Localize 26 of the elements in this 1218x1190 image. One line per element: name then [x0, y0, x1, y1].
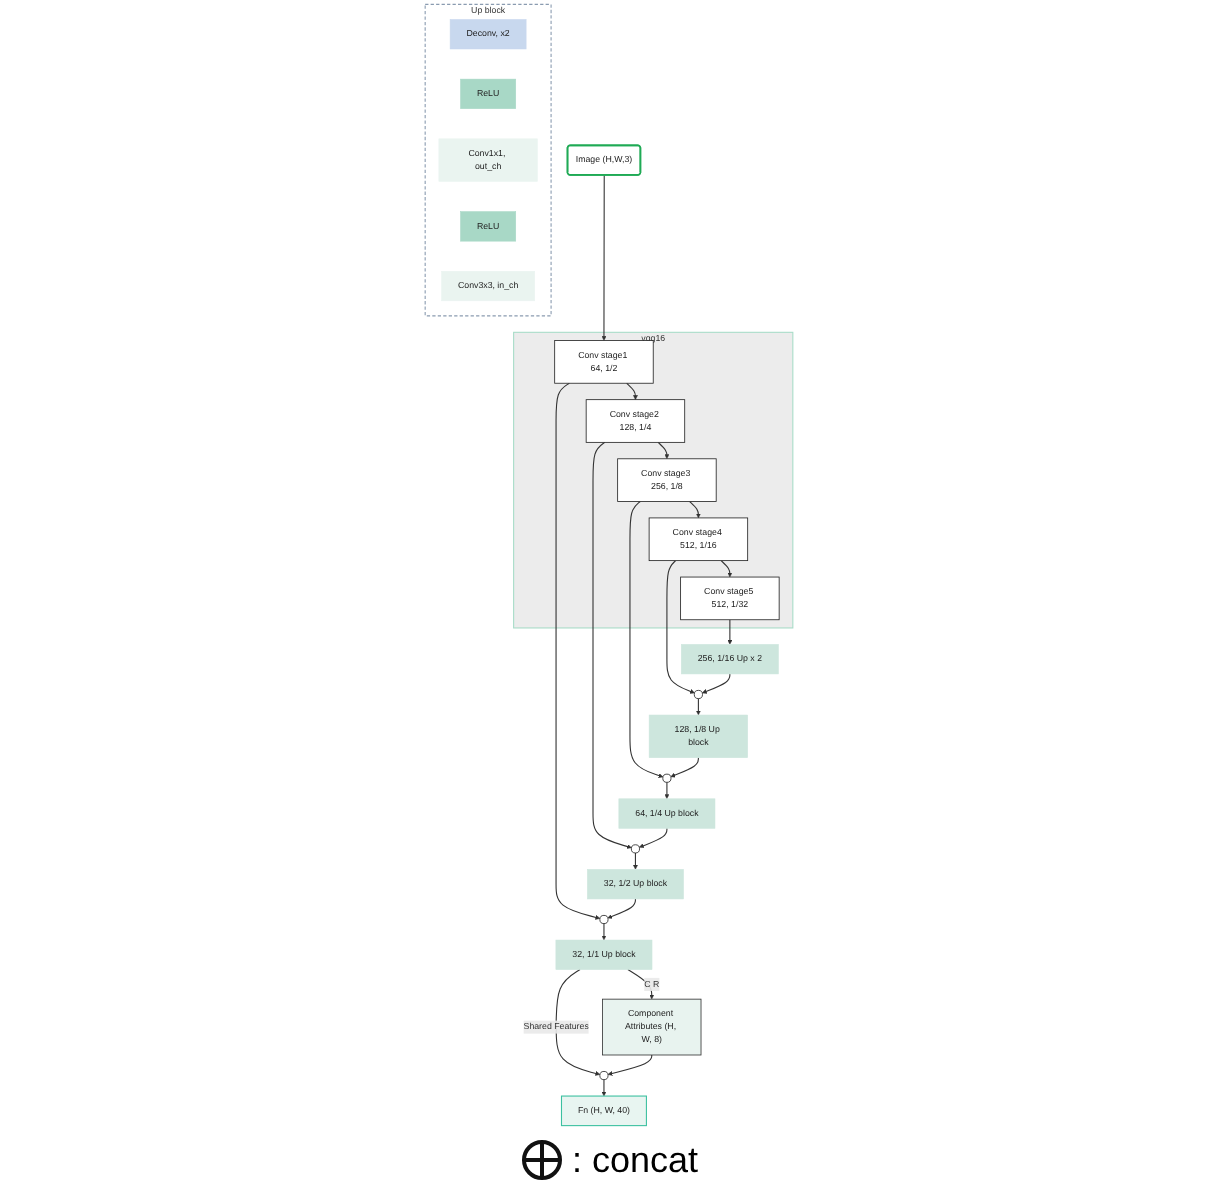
concat-circle [662, 773, 672, 783]
arrow [670, 757, 699, 778]
arrow [727, 619, 733, 645]
concat-circle [599, 1071, 609, 1081]
arrow [627, 969, 655, 1000]
arrow [720, 560, 733, 578]
arrow [664, 781, 670, 799]
arrow [601, 1079, 607, 1097]
arrow [607, 1054, 653, 1076]
arrow [601, 923, 607, 941]
arrow [696, 698, 701, 716]
concat-circle [693, 689, 703, 699]
arrow [626, 382, 638, 400]
arrow [657, 441, 670, 459]
arrow [607, 898, 636, 919]
arrow [555, 969, 601, 1076]
arrow [689, 500, 701, 519]
legend-text: : concat [571, 1139, 699, 1181]
arrow [702, 673, 731, 694]
arrow [592, 441, 632, 849]
arrow [555, 382, 601, 920]
arrow [601, 174, 607, 341]
concat-circle [630, 844, 640, 854]
arrow [629, 500, 664, 778]
concat-circle [599, 915, 609, 924]
arrow [639, 827, 668, 849]
